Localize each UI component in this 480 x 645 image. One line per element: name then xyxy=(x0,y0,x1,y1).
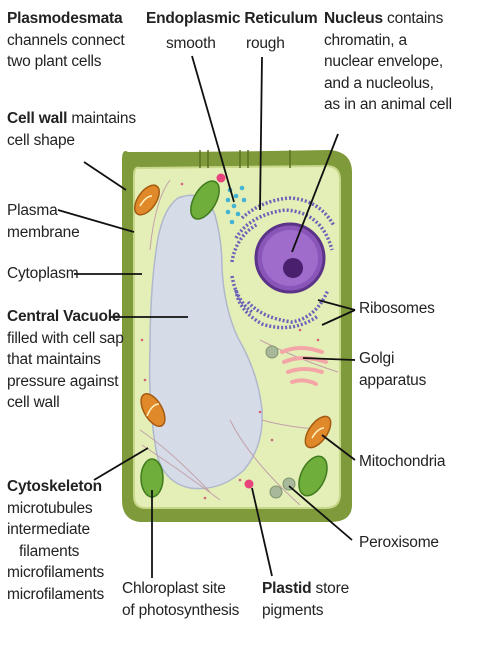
plastid-label: Plastid store pigments xyxy=(262,580,349,619)
cytoskeleton-filaments xyxy=(139,179,339,506)
chloroplast-top xyxy=(190,180,220,220)
cell-wall-label: Cell wall maintains cell shape xyxy=(7,110,136,149)
er-rough-label: rough xyxy=(246,35,285,52)
golgi-label: Golgi apparatus xyxy=(359,350,427,389)
peroxisome-1 xyxy=(269,485,283,499)
central-vacuole-label: Central Vacuole filled with cell sap tha… xyxy=(7,308,124,411)
ribosomes-label: Ribosomes xyxy=(359,300,435,317)
mitochondria-label: Mitochondria xyxy=(359,453,446,470)
ribosomes xyxy=(140,182,320,500)
plastid-bottom xyxy=(244,479,254,489)
smooth-er xyxy=(225,185,247,225)
er-smooth-label: smooth xyxy=(166,35,216,52)
nucleus-label: Nucleus contains chromatin, a nuclear en… xyxy=(324,10,452,113)
plastid-top xyxy=(216,173,226,183)
nucleolus xyxy=(283,258,303,278)
er-title: Endoplasmic Reticulum xyxy=(146,10,318,27)
mitochondrion-right xyxy=(304,415,332,449)
central-vacuole xyxy=(148,194,263,490)
cytoskeleton-label: Cytoskeleton microtubules intermediate f… xyxy=(7,478,105,603)
peroxisome-label: Peroxisome xyxy=(359,534,439,551)
plasmodesmata-channels xyxy=(199,150,291,168)
cytoplasm-label: Cytoplasm xyxy=(7,265,79,282)
mitochondrion-bottom-left xyxy=(140,393,166,427)
chloroplast-label: Chloroplast site of photosynthesis xyxy=(122,580,240,619)
nucleus xyxy=(254,222,326,294)
plasmodesmata-label: Plasmodesmata channels connect two plant… xyxy=(7,10,125,70)
rough-er xyxy=(230,196,336,330)
mitochondrion-top-left xyxy=(134,184,160,216)
chloroplast-bottom-right xyxy=(298,455,328,497)
leader-lines xyxy=(57,55,356,578)
peroxisome-3 xyxy=(265,345,279,359)
peroxisome-2 xyxy=(282,477,296,491)
plasma-membrane-label: Plasma membrane xyxy=(7,202,80,241)
